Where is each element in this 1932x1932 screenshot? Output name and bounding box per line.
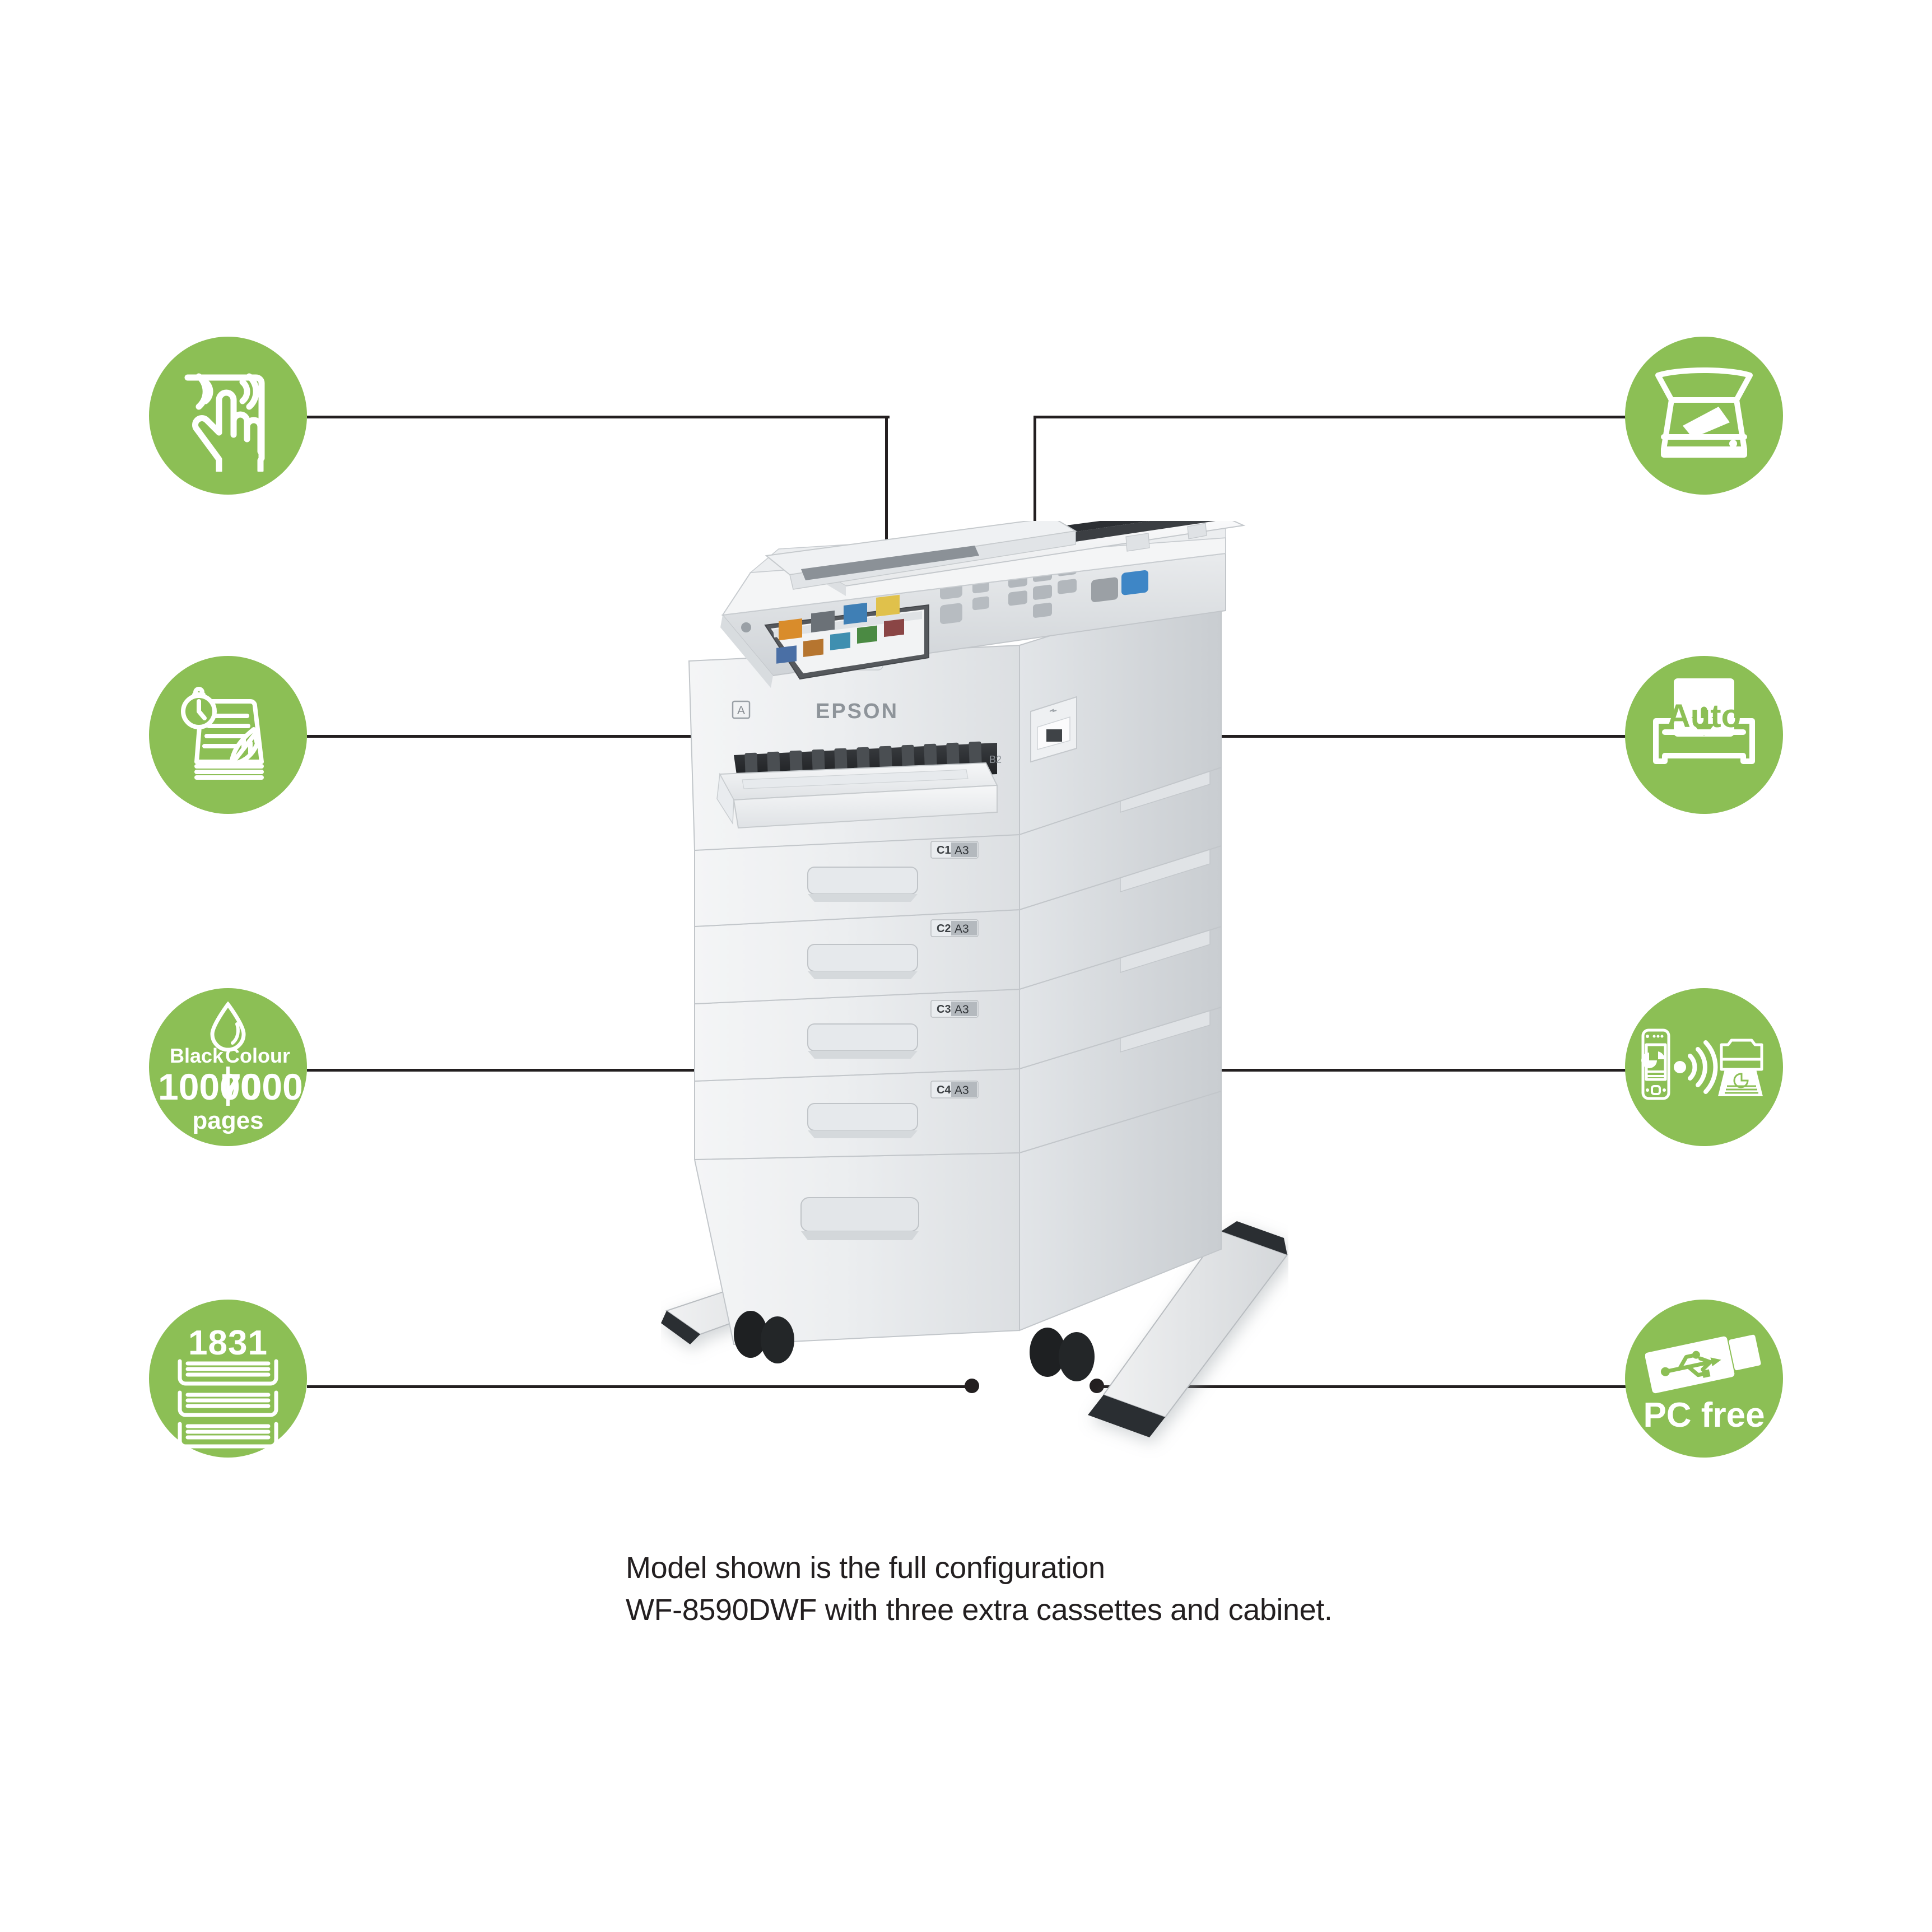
feature-badge-mobile-print[interactable] bbox=[1625, 988, 1783, 1146]
cover-label-a: A bbox=[732, 700, 751, 719]
paper-output-slot bbox=[716, 741, 998, 829]
cassette-label-c2: C2 A3 bbox=[930, 919, 979, 937]
stopwatch-document-leaf-icon bbox=[181, 687, 264, 780]
feature-badge-flatbed-scan[interactable] bbox=[1625, 337, 1783, 495]
feature-badge-paper-capacity[interactable]: 1831 bbox=[149, 1300, 307, 1458]
callout-line-ink-h bbox=[307, 1069, 748, 1072]
cassette-label-c3: C3 A3 bbox=[930, 1000, 979, 1018]
paper-capacity-value: 1831 bbox=[188, 1324, 268, 1362]
paper-stack-icon bbox=[178, 1359, 278, 1449]
ink-divider bbox=[226, 1067, 230, 1106]
svg-text:C3: C3 bbox=[937, 1003, 951, 1016]
touchscreen-hand-icon bbox=[184, 373, 265, 472]
callout-line-pcfree-h bbox=[1101, 1385, 1628, 1388]
svg-text:C1: C1 bbox=[937, 844, 951, 856]
adf-document-feeder bbox=[765, 521, 1246, 596]
callout-line-fastprint-h bbox=[307, 735, 748, 738]
cassette-label-c4: C4 A3 bbox=[930, 1081, 979, 1098]
svg-text:A: A bbox=[737, 704, 745, 717]
usb-stick-icon bbox=[1645, 1334, 1761, 1394]
callout-line-scanner-h bbox=[1033, 416, 1628, 418]
cassette-label-c1: C1 A3 bbox=[930, 841, 979, 859]
cassette-c1: C1 A3 bbox=[694, 766, 1222, 928]
scanner-adf-unit bbox=[721, 521, 1246, 616]
pc-free-label: PC free bbox=[1643, 1396, 1765, 1435]
ink-colour-label: Colour bbox=[225, 1044, 290, 1067]
control-panel-lcd bbox=[764, 594, 929, 680]
cassette-c2: C2 A3 bbox=[694, 845, 1222, 1005]
feature-badge-ink-yield[interactable]: Black Colour 10000 7000 pages bbox=[149, 988, 307, 1146]
flatbed-scanner-icon bbox=[1655, 367, 1753, 458]
caption-line-1: Model shown is the full configuration bbox=[626, 1551, 1105, 1585]
svg-text:C4: C4 bbox=[937, 1084, 951, 1096]
auto-label: Auto bbox=[1666, 698, 1742, 734]
ink-drop-icon bbox=[210, 1002, 246, 1052]
callout-line-touchscreen-v bbox=[885, 416, 888, 653]
callout-line-mobile-h bbox=[1115, 1069, 1628, 1072]
mobile-wireless-print-icon bbox=[1641, 1028, 1763, 1100]
feature-badge-pc-free[interactable]: PC free bbox=[1625, 1300, 1783, 1458]
svg-text:A3: A3 bbox=[955, 1003, 969, 1016]
ink-black-label: Black bbox=[169, 1044, 224, 1067]
ink-colour-value: 7000 bbox=[221, 1066, 303, 1107]
callout-line-touchscreen-h bbox=[307, 416, 890, 418]
cassette-c4: C4 A3 bbox=[694, 1006, 1222, 1161]
callout-line-scanner-v bbox=[1033, 416, 1036, 568]
svg-text:B2: B2 bbox=[989, 754, 1002, 765]
callout-dot-cabinet-base-left bbox=[965, 1379, 979, 1393]
printer-main-body: EPSON A bbox=[688, 581, 1222, 851]
svg-text:A3: A3 bbox=[955, 923, 969, 935]
caption-line-2: WF-8590DWF with three extra cassettes an… bbox=[626, 1593, 1333, 1627]
caption-block: Model shown is the full configuration WF… bbox=[626, 1547, 1522, 1631]
printer-illustration: C4 A3 C3 A3 bbox=[661, 521, 1288, 1535]
callout-dot-cabinet-base-right bbox=[1090, 1379, 1104, 1393]
feature-badge-auto[interactable]: Auto bbox=[1625, 656, 1783, 814]
callout-line-capacity-h bbox=[307, 1385, 975, 1388]
epson-logo: EPSON bbox=[816, 700, 899, 723]
svg-text:A3: A3 bbox=[955, 844, 969, 857]
cover-label-b2: B2 bbox=[989, 754, 1002, 765]
ink-unit-label: pages bbox=[192, 1107, 264, 1134]
feature-badge-touchscreen[interactable] bbox=[149, 337, 307, 495]
feature-badge-fast-print[interactable] bbox=[149, 656, 307, 814]
svg-text:A3: A3 bbox=[955, 1084, 969, 1097]
auto-printer-icon bbox=[1653, 678, 1755, 764]
callout-line-auto-h bbox=[1126, 735, 1628, 738]
svg-text:C2: C2 bbox=[937, 923, 951, 935]
usb-host-port bbox=[1030, 696, 1077, 763]
